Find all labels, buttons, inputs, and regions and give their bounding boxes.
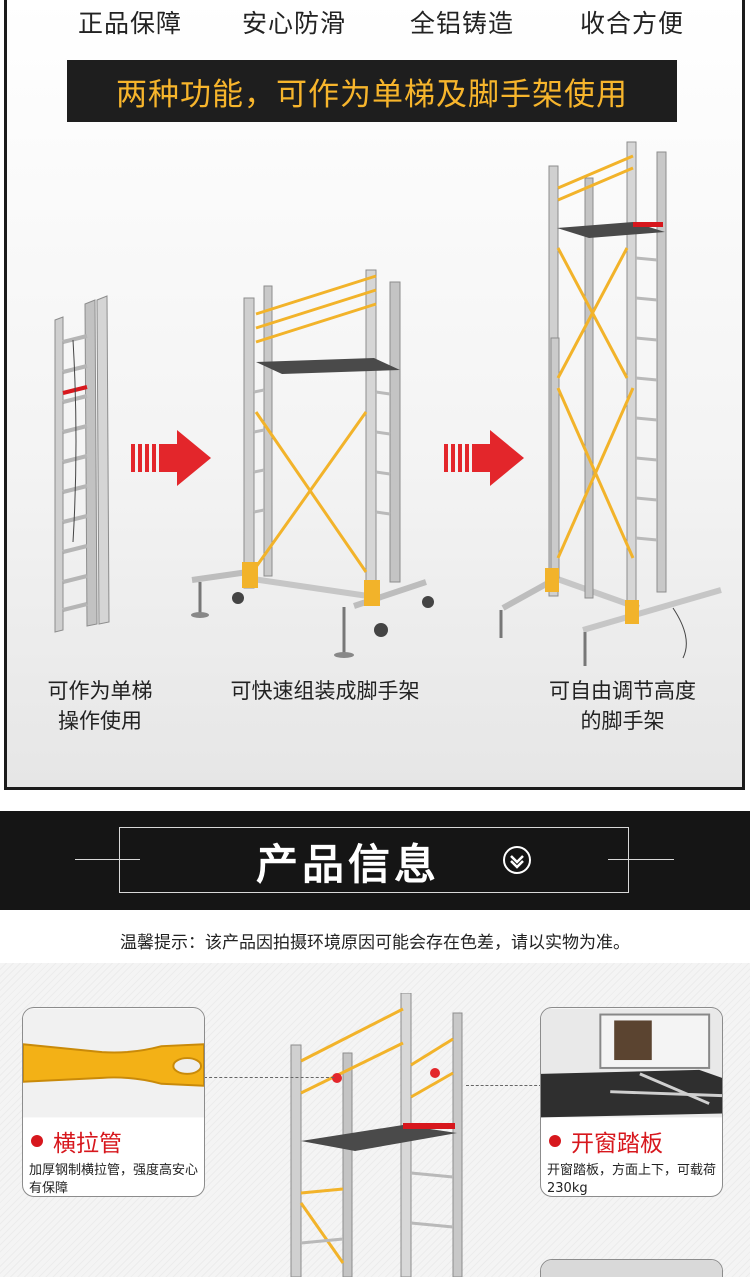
caption-adjustable: 可自由调节高度 的脚手架 — [520, 676, 725, 736]
card-title-text: 开窗踏板 — [571, 1131, 663, 1157]
card-description: 加厚钢制横拉管，强度高安心有保障 — [29, 1163, 199, 1196]
header-title-frame — [119, 827, 629, 893]
detail-card-next — [540, 1259, 723, 1277]
callout-line — [466, 1085, 542, 1086]
callout-line — [204, 1077, 334, 1078]
card-description: 开窗踏板，方面上下，可载荷230kg — [547, 1163, 717, 1196]
card-title: 开窗踏板 — [549, 1124, 663, 1158]
feature-authentic: 正品保障 — [78, 9, 183, 38]
caption-line: 的脚手架 — [580, 709, 665, 733]
divider — [608, 859, 674, 860]
window-board-photo — [541, 1008, 722, 1118]
caption-line: 可作为单梯 — [47, 679, 153, 703]
card-title-text: 横拉管 — [53, 1131, 122, 1157]
banner-text: 两种功能，可作为单梯及脚手架使用 — [116, 76, 628, 113]
caption-line: 可自由调节高度 — [549, 679, 696, 703]
next-card-photo — [541, 1260, 722, 1277]
feature-all-aluminum: 全铝铸造 — [410, 9, 515, 38]
caption-scaffold: 可快速组装成脚手架 — [200, 676, 450, 706]
feature-showcase: 正品保障 安心防滑 全铝铸造 收合方便 两种功能，可作为单梯及脚手架使用 — [4, 0, 745, 790]
section-title: 产品信息 — [255, 840, 440, 889]
scaffold-image — [191, 269, 434, 658]
color-notice: 温馨提示：该产品因拍摄环境原因可能会存在色差，请以实物为准。 — [120, 933, 630, 953]
caption-line: 可快速组装成脚手架 — [230, 679, 420, 703]
chevron-down-circle-icon — [503, 846, 531, 874]
detail-card-window-board: 开窗踏板 开窗踏板，方面上下，可载荷230kg — [540, 1007, 723, 1197]
divider — [75, 859, 140, 860]
right-arrow-icon — [444, 430, 524, 486]
right-arrow-icon — [131, 430, 211, 486]
card-title: 横拉管 — [31, 1124, 122, 1158]
function-banner: 两种功能，可作为单梯及脚手架使用 — [67, 60, 677, 122]
single-ladder-image — [54, 295, 110, 633]
detail-card-crossbar: 横拉管 加厚钢制横拉管，强度高安心有保障 — [22, 1007, 205, 1197]
caption-line: 操作使用 — [58, 709, 142, 733]
feature-anti-slip: 安心防滑 — [242, 9, 347, 38]
adjustable-scaffold-image — [499, 141, 722, 666]
caption-single-ladder: 可作为单梯 操作使用 — [20, 676, 180, 736]
feature-foldable: 收合方便 — [580, 9, 685, 38]
red-dot-icon — [549, 1135, 561, 1147]
scaffold-detail-image — [290, 993, 463, 1277]
red-dot-icon — [31, 1135, 43, 1147]
product-detail-section: 横拉管 加厚钢制横拉管，强度高安心有保障 开窗踏板 开窗踏板，方面上下，可载荷2… — [0, 963, 750, 1277]
crossbar-photo — [23, 1008, 204, 1118]
